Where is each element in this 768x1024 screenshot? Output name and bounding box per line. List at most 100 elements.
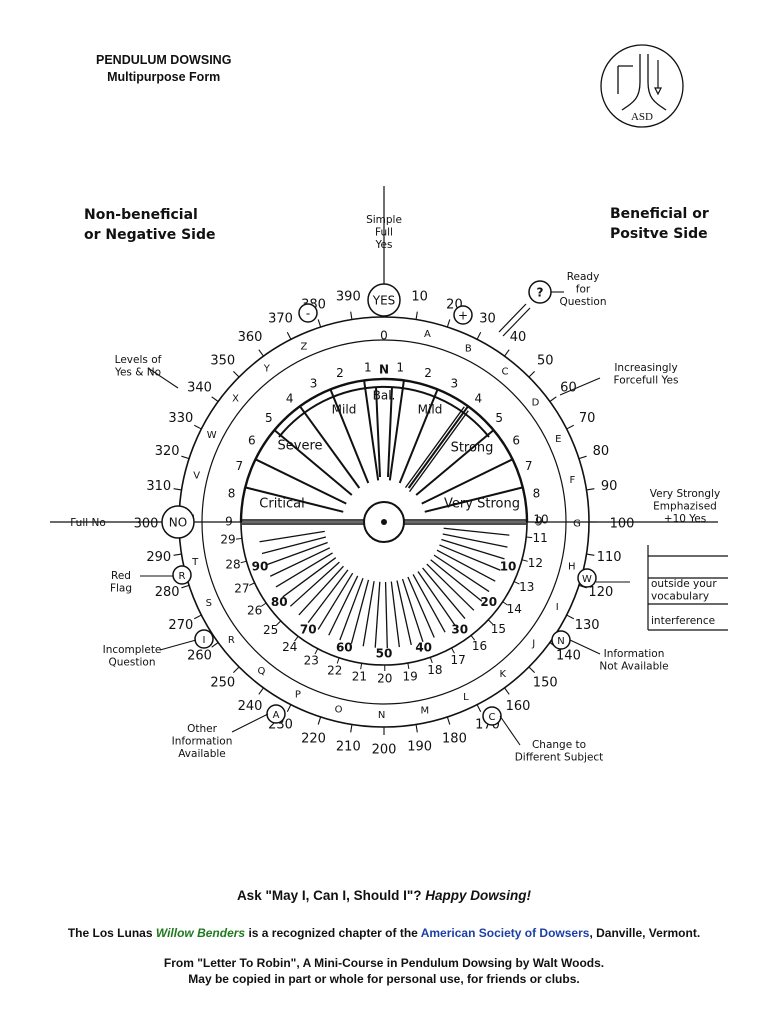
lower-number: 21: [352, 670, 367, 684]
zero-mark: 0: [380, 329, 388, 343]
outer-number: 150: [533, 676, 558, 691]
inner-spoke: [362, 581, 375, 647]
zone-mild-right: Mild: [418, 403, 443, 417]
red-flag-label-line2: Flag: [110, 583, 132, 595]
other-info-badge-text: A: [273, 710, 280, 721]
incomplete-badge-circle: [194, 629, 214, 649]
positive-side-line1: Beneficial or: [610, 206, 709, 222]
outer-tick: [504, 349, 510, 357]
n-mark: N: [379, 363, 389, 377]
lower-tick: [526, 536, 533, 539]
letter-V: V: [193, 471, 200, 482]
lower-tick: [429, 657, 433, 664]
outer-number: 220: [301, 731, 326, 746]
level-divider: [407, 405, 469, 489]
left-level-number: 4: [286, 392, 294, 406]
right-level-number: 5: [495, 411, 503, 425]
plus-badge-circle: [453, 305, 473, 325]
lower-tick: [502, 601, 508, 606]
outer-tick: [415, 311, 418, 320]
plus-badge-text: +: [458, 309, 468, 323]
outer-number: 350: [210, 353, 235, 368]
outer-number-100: 100: [610, 517, 635, 532]
letter-S: S: [206, 598, 212, 609]
center-spoke-right: [387, 386, 393, 478]
outer-tick: [446, 716, 451, 725]
letter-G: G: [573, 518, 581, 529]
other-info-label-line2: Information: [172, 736, 233, 748]
other-info-label-line1: Other: [187, 723, 217, 735]
negative-side-line1: Non-beneficial: [84, 207, 198, 223]
footer-chapter-text: is a recognized chapter of the: [248, 926, 418, 940]
zone-bal: Bal.: [373, 389, 396, 403]
footer-line3: From "Letter To Robin", A Mini-Course in…: [163, 956, 605, 970]
inner-tens-label: 40: [415, 640, 432, 654]
outer-number: 30: [479, 311, 496, 326]
outer-number: 40: [510, 330, 527, 345]
level-divider: [415, 429, 495, 496]
level-divider: [421, 458, 513, 505]
outer-number: 200: [372, 743, 397, 758]
outer-number: 290: [146, 550, 171, 565]
footer-happy-dowsing: Happy Dowsing!: [425, 888, 532, 903]
letter-C: C: [501, 367, 508, 378]
yes-badge-text: YES: [372, 294, 396, 308]
outer-number: 360: [238, 330, 263, 345]
inner-spoke: [339, 577, 364, 641]
outer-number: 140: [556, 649, 581, 664]
outer-tick: [193, 614, 202, 620]
inner-spoke: [439, 544, 501, 571]
increasingly-label-line2: Forcefull Yes: [614, 375, 679, 387]
right-level-number: 1: [396, 360, 404, 374]
lower-number: 22: [327, 664, 342, 678]
letter-M: M: [420, 706, 429, 717]
outer-tick: [415, 724, 418, 733]
footer-location: , Danville, Vermont.: [589, 926, 701, 940]
outer-tick: [258, 349, 264, 357]
lower-number: 23: [304, 654, 319, 668]
letter-W: W: [207, 430, 217, 441]
letter-L: L: [463, 692, 469, 703]
level-divider: [388, 380, 405, 481]
inner-tens-label: 20: [480, 595, 497, 609]
lower-tick: [235, 537, 243, 540]
lower-number: 13: [519, 580, 534, 594]
right-level-number: 6: [512, 434, 520, 448]
red-flag-label-line1: Red: [111, 570, 131, 582]
letter-K: K: [500, 669, 507, 680]
outer-number: 120: [588, 585, 613, 600]
change-subject-label-line1: Change to: [532, 739, 586, 751]
lower-number: 14: [507, 602, 522, 616]
inner-spoke: [282, 557, 337, 598]
letter-R: R: [228, 635, 235, 646]
letter-Q: Q: [258, 666, 266, 677]
center-dot: [381, 519, 387, 525]
question-pointer-b: [498, 303, 527, 333]
lower-number: 29: [220, 533, 235, 547]
footer-line2: The Los Lunas Willow Benders is a recogn…: [0, 926, 768, 940]
lower-tick: [336, 657, 340, 664]
lower-tick: [248, 582, 255, 586]
outer-number: 320: [155, 444, 180, 459]
incomplete-label-line1: Incomplete: [103, 644, 162, 656]
letter-N: N: [378, 710, 385, 721]
outer-number: 80: [593, 444, 610, 459]
inner-spoke: [433, 554, 490, 593]
right-level-number-10: 10: [533, 513, 548, 527]
info-na-label-line2: Not Available: [599, 661, 668, 673]
outer-number: 240: [238, 699, 263, 714]
letter-F: F: [570, 475, 576, 486]
right-level-number: 7: [525, 459, 533, 473]
levels-label-line2: Yes & No: [114, 367, 161, 379]
incomplete-badge-text: I: [203, 635, 206, 646]
outer-number: 60: [560, 380, 577, 395]
lower-tick: [314, 648, 319, 655]
inner-spoke: [298, 565, 344, 616]
mild-arc: [278, 385, 490, 438]
outer-tick: [181, 584, 190, 589]
footer-asd-link[interactable]: American Society of Dowsers: [420, 926, 590, 940]
right-level-number: 8: [533, 486, 541, 500]
simple-yes-line2: Full: [375, 227, 393, 239]
lower-number: 16: [472, 639, 487, 653]
right-level-number: 4: [475, 392, 483, 406]
